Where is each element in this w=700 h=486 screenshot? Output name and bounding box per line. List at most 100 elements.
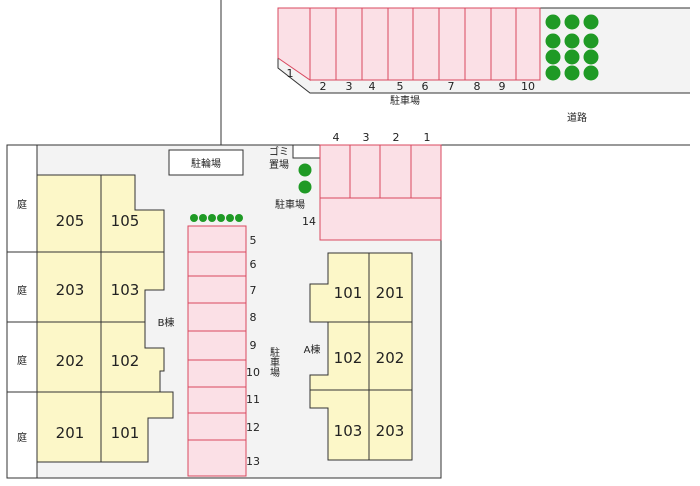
- top-parking-edge: [277, 58, 690, 94]
- unit-number: 202: [376, 349, 405, 367]
- slot-number: 7: [250, 284, 257, 297]
- parking-slot: [464, 7, 492, 81]
- tree-cluster: [545, 14, 599, 81]
- unit-number: 202: [56, 352, 85, 370]
- tree-icon: [583, 49, 599, 65]
- top-parking: [277, 7, 541, 81]
- slot-number: 9: [250, 339, 257, 352]
- unit-number: 101: [111, 424, 140, 442]
- tree-icon: [564, 33, 580, 49]
- slot-number: 13: [246, 455, 260, 468]
- bicycle-parking: [168, 149, 244, 176]
- parking-label: 駐車場: [275, 198, 305, 211]
- tree-icon: [583, 14, 599, 30]
- unit-number: 205: [56, 212, 85, 230]
- hedge-icon: [235, 214, 243, 222]
- tree-icon: [298, 163, 312, 177]
- unit-number: 103: [334, 422, 363, 440]
- tree-icon: [583, 65, 599, 81]
- slot-number: 10: [521, 80, 535, 93]
- garbage-label: 置場: [269, 158, 289, 171]
- slot-number: 2: [320, 80, 327, 93]
- garbage-area: [292, 144, 321, 159]
- tree-icon: [564, 49, 580, 65]
- slot-number: 12: [246, 421, 260, 434]
- parking-slot: [187, 386, 247, 414]
- parking-slot: [187, 330, 247, 361]
- tree-icon: [564, 65, 580, 81]
- slot-number: 8: [250, 311, 257, 324]
- tree-icon: [298, 180, 312, 194]
- parking-slot: [187, 412, 247, 441]
- parking-slot: [187, 302, 247, 332]
- hedge-icon: [199, 214, 207, 222]
- slot-number: 3: [363, 131, 370, 144]
- slot-number: 1: [287, 67, 294, 80]
- unit-number: 203: [376, 422, 405, 440]
- building-a: [309, 252, 413, 461]
- top-parking-aisle: [278, 58, 690, 93]
- road-label: 道路: [567, 111, 587, 124]
- tree-icon: [545, 49, 561, 65]
- hedge-icon: [217, 214, 225, 222]
- garden-label: 庭: [17, 431, 27, 444]
- slot-number: 9: [499, 80, 506, 93]
- bicycle-parking-label: 駐輪場: [191, 157, 221, 170]
- tree-icon: [583, 33, 599, 49]
- building-label: A棟: [304, 343, 321, 356]
- parking-slot: [438, 7, 466, 81]
- unit-number: 105: [111, 212, 140, 230]
- parking-label: 駐車場: [268, 346, 280, 378]
- slot-number: 5: [397, 80, 404, 93]
- slot-number: 4: [369, 80, 376, 93]
- parking-slot: [187, 251, 247, 277]
- garden-label: 庭: [17, 354, 27, 367]
- building-label: B棟: [158, 316, 175, 329]
- unit-number: 201: [56, 424, 85, 442]
- parking-label: 駐車場: [390, 94, 420, 107]
- parking-slot: [309, 7, 337, 81]
- unit-number: 102: [111, 352, 140, 370]
- unit-number: 203: [56, 281, 85, 299]
- parking-slot: [361, 7, 389, 81]
- slot-number: 4: [333, 131, 340, 144]
- slot-number: 1: [424, 131, 431, 144]
- parking-slot: [187, 225, 247, 253]
- unit-number: 101: [334, 284, 363, 302]
- slot-number: 11: [246, 393, 260, 406]
- hedge-icon: [226, 214, 234, 222]
- parking-slot: [187, 275, 247, 304]
- parking-slot: [515, 7, 541, 81]
- tree-icon: [564, 14, 580, 30]
- hedge-icon: [208, 214, 216, 222]
- tree-icon: [545, 14, 561, 30]
- parking-slot: [187, 359, 247, 388]
- parking-slot: [412, 7, 440, 81]
- parking-slot: [187, 439, 247, 477]
- garden-label: 庭: [17, 198, 27, 211]
- slot-number: 6: [250, 258, 257, 271]
- parking-slot: [490, 7, 517, 81]
- slot-number: 3: [346, 80, 353, 93]
- slot-number: 7: [448, 80, 455, 93]
- slot-number: 14: [302, 215, 316, 228]
- slot-number: 8: [474, 80, 481, 93]
- trees: [190, 163, 312, 222]
- slot-number: 10: [246, 366, 260, 379]
- slot-number: 6: [422, 80, 429, 93]
- tree-icon: [545, 65, 561, 81]
- slot-number: 2: [393, 131, 400, 144]
- garbage-label: ゴミ: [269, 145, 289, 158]
- hedge-icon: [190, 214, 198, 222]
- slot-number: 5: [250, 234, 257, 247]
- unit-number: 201: [376, 284, 405, 302]
- building-b: [36, 174, 174, 463]
- parking-slot: [387, 7, 414, 81]
- middle-parking: [187, 225, 247, 477]
- tree-icon: [545, 33, 561, 49]
- unit-number: 103: [111, 281, 140, 299]
- parking-slot: [335, 7, 363, 81]
